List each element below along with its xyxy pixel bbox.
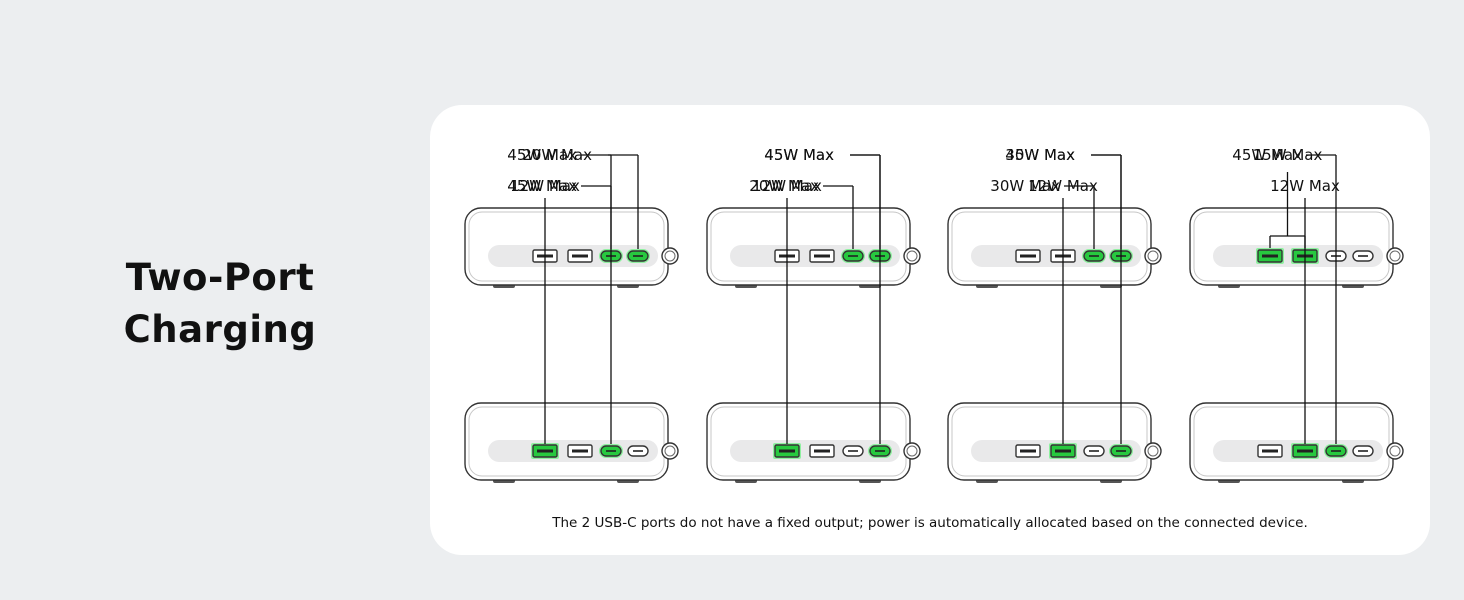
- power-label: 30W Max: [1005, 146, 1075, 164]
- device-body-inner: [1193, 406, 1390, 477]
- power-button-icon: [903, 442, 921, 460]
- power-button-icon: [1144, 247, 1162, 265]
- device-body-inner: [468, 211, 665, 282]
- power-label: 15W Max: [1253, 146, 1323, 164]
- usb-a-port-tongue: [572, 254, 588, 258]
- power-label: 12W Max: [752, 177, 822, 195]
- power-label: 12W Max: [1028, 177, 1098, 195]
- power-bank-config-8: 45W Max 12W Max: [1189, 146, 1404, 483]
- usb-a-port-tongue: [814, 449, 830, 453]
- power-bank-config-7: 45W Max 12W Max: [947, 146, 1162, 483]
- power-button-icon: [1386, 247, 1404, 265]
- power-button-ring: [664, 445, 676, 457]
- power-bank-config-2: 45W Max 20W Max: [706, 146, 921, 288]
- power-button-ring: [664, 250, 676, 262]
- power-bank-config-3: 30W Max 30W Max: [947, 146, 1162, 288]
- power-label: 30W Max: [990, 177, 1060, 195]
- usb-a-port-tongue: [779, 449, 795, 453]
- power-button-icon: [903, 247, 921, 265]
- power-label: 45W Max: [764, 146, 834, 164]
- usb-a-port-tongue: [1055, 449, 1071, 453]
- power-label: 20W Max: [749, 177, 819, 195]
- power-label: 12W Max: [1270, 177, 1340, 195]
- power-button-icon: [661, 442, 679, 460]
- device-body-inner: [710, 211, 907, 282]
- power-label: 20W Max: [522, 146, 592, 164]
- usb-a-port-tongue: [1262, 254, 1278, 258]
- power-button-ring: [906, 250, 918, 262]
- usb-c-allocation-note: The 2 USB-C ports do not have a fixed ou…: [552, 515, 1308, 531]
- power-label: 45W Max: [764, 146, 834, 164]
- usb-a-port-tongue: [814, 254, 830, 258]
- power-button-ring: [906, 445, 918, 457]
- power-label: 45W Max: [507, 146, 577, 164]
- device-body-inner: [710, 406, 907, 477]
- device-body-inner: [951, 406, 1148, 477]
- usb-a-port-tongue: [1020, 254, 1036, 258]
- usb-a-port-tongue: [537, 449, 553, 453]
- device-body-inner: [468, 406, 665, 477]
- power-bank-config-6: 45W Max 12W Max: [706, 146, 921, 483]
- power-label: 45W Max: [1005, 146, 1075, 164]
- heading-line-1: Two-Port: [125, 256, 315, 299]
- power-button-ring: [1147, 445, 1159, 457]
- power-label: 12W Max: [510, 177, 580, 195]
- usb-a-port-tongue: [1020, 449, 1036, 453]
- device-body-inner: [951, 211, 1148, 282]
- power-label: 45W Max: [507, 177, 577, 195]
- power-button-ring: [1389, 250, 1401, 262]
- power-button-icon: [1144, 442, 1162, 460]
- device-body-inner: [1193, 211, 1390, 282]
- usb-a-port-tongue: [1262, 449, 1278, 453]
- power-button-ring: [1389, 445, 1401, 457]
- usb-a-port-tongue: [1297, 449, 1313, 453]
- power-button-ring: [1147, 250, 1159, 262]
- heading-line-2: Charging: [123, 308, 317, 351]
- power-label: 45W Max: [1232, 146, 1302, 164]
- page-heading: Two-Port Charging: [70, 252, 370, 356]
- power-button-icon: [661, 247, 679, 265]
- usb-a-port-tongue: [572, 449, 588, 453]
- power-button-icon: [1386, 442, 1404, 460]
- power-bank-config-4: 15W Max: [1189, 146, 1404, 288]
